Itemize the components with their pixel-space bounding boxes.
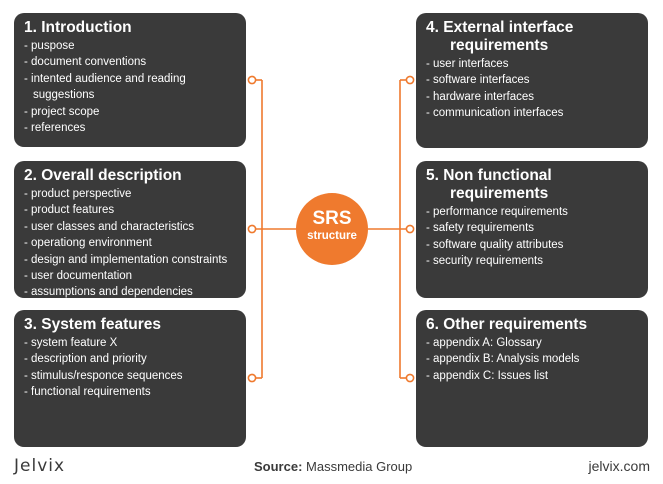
section-title: 1. Introduction (24, 19, 236, 37)
section-title: 5. Non functional requirements (426, 167, 638, 203)
section-card-external-interface: 4. External interface requirements user … (416, 13, 648, 148)
section-title: 6. Other requirements (426, 316, 638, 334)
section-card-other-requirements: 6. Other requirements appendix A: Glossa… (416, 310, 648, 447)
source-value: Massmedia Group (306, 459, 413, 474)
section-item-list: appendix A: Glossary appendix B: Analysi… (426, 335, 638, 384)
list-item: document conventions (24, 54, 236, 70)
section-item-list: product perspective product features use… (24, 186, 236, 301)
srs-center-circle: SRS structure (296, 193, 368, 265)
list-item: performance requirements (426, 204, 638, 220)
section-title: 4. External interface requirements (426, 19, 638, 55)
footer-url: jelvix.com (588, 458, 650, 474)
connector-dot (247, 75, 257, 85)
source-credit: Source: Massmedia Group (254, 459, 412, 474)
list-item: security requirements (426, 253, 638, 269)
section-title-text: 1. Introduction (24, 19, 132, 36)
section-title-continuation: requirements (450, 37, 549, 54)
list-item: system feature X (24, 335, 236, 351)
list-item: software interfaces (426, 72, 638, 88)
jelvix-logo: Jelvix (14, 456, 66, 476)
list-item: software quality attributes (426, 237, 638, 253)
section-title-continuation: requirements (450, 185, 549, 202)
connector-dot (247, 373, 257, 383)
list-item: user interfaces (426, 56, 638, 72)
section-card-introduction: 1. Introduction puspose document convent… (14, 13, 246, 147)
center-title: SRS (312, 208, 352, 229)
section-title: 2. Overall description (24, 167, 236, 185)
section-title-text: 6. Other requirements (426, 316, 588, 333)
section-item-list: user interfaces software interfaces hard… (426, 56, 638, 122)
list-item: appendix C: Issues list (426, 368, 638, 384)
list-item: puspose (24, 38, 236, 54)
section-item-list: performance requirements safety requirem… (426, 204, 638, 270)
list-item: appendix A: Glossary (426, 335, 638, 351)
section-item-list: puspose document conventions intented au… (24, 38, 236, 136)
list-item: functional requirements (24, 384, 236, 400)
list-item: design and implementation constraints (24, 252, 236, 268)
list-item: hardware interfaces (426, 89, 638, 105)
list-item: description and priority (24, 351, 236, 367)
section-title-text: 3. System features (24, 316, 161, 333)
list-item: references (24, 120, 236, 136)
source-label: Source: (254, 459, 303, 474)
list-item: stimulus/responce sequences (24, 368, 236, 384)
center-subtitle: structure (307, 230, 357, 242)
section-title-text: 5. Non functional (426, 167, 552, 184)
section-item-list: system feature X description and priorit… (24, 335, 236, 401)
list-item: appendix B: Analysis models (426, 351, 638, 367)
list-item: user documentation (24, 268, 236, 284)
list-item: communication interfaces (426, 105, 638, 121)
connector-dot (405, 75, 415, 85)
list-item: operationg environment (24, 235, 236, 251)
connector-dot (405, 224, 415, 234)
list-item: product features (24, 202, 236, 218)
section-card-system-features: 3. System features system feature X desc… (14, 310, 246, 447)
section-title-text: 2. Overall description (24, 167, 182, 184)
list-item: user classes and characteristics (24, 219, 236, 235)
connector-dot (247, 224, 257, 234)
section-card-overall-description: 2. Overall description product perspecti… (14, 161, 246, 298)
list-item: project scope (24, 104, 236, 120)
section-card-non-functional: 5. Non functional requirements performan… (416, 161, 648, 298)
connector-dot (405, 373, 415, 383)
list-item: assumptions and dependencies (24, 284, 236, 300)
list-item: safety requirements (426, 220, 638, 236)
list-item: intented audience and reading suggestion… (24, 71, 236, 104)
list-item: product perspective (24, 186, 236, 202)
section-title: 3. System features (24, 316, 236, 334)
section-title-text: 4. External interface (426, 19, 574, 36)
